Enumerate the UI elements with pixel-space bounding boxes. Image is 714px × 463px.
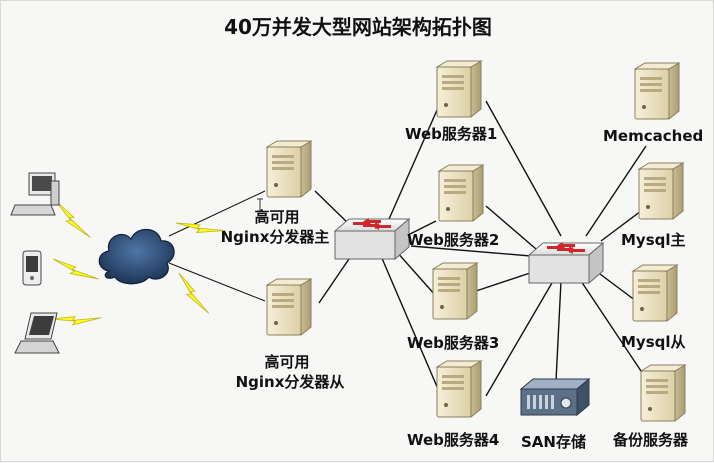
- link-switch2-mysql-slave: [595, 270, 637, 302]
- nginx-master-server-icon: [266, 140, 312, 198]
- web3-server-icon: [432, 262, 478, 320]
- nginx-master-label-line2: Nginx分发器主: [220, 228, 330, 246]
- lightning-icon: [50, 296, 102, 341]
- link-web4-switch2: [485, 275, 557, 397]
- link-cloud-nginx-slave: [168, 262, 266, 302]
- link-cloud-nginx-master: [168, 190, 266, 237]
- cloud-icon: [98, 228, 175, 285]
- link-switch2-san: [555, 280, 562, 382]
- link-nginx-master-switch1: [314, 190, 352, 227]
- switch-1-icon: [334, 217, 410, 260]
- mysql-master-server-icon: [638, 162, 684, 220]
- web1-label: Web服务器1: [405, 125, 498, 143]
- diagram-title: 40万并发大型网站架构拓扑图: [224, 15, 492, 39]
- web2-label: Web服务器2: [407, 231, 500, 249]
- lightning-icon: [48, 200, 99, 238]
- memcached-server-icon: [634, 62, 680, 120]
- desktop-computer-icon: [10, 172, 60, 216]
- link-switch1-web1: [385, 100, 442, 227]
- web4-server-icon: [436, 360, 482, 418]
- link-switch1-web4: [380, 255, 442, 397]
- text-cursor-icon: [257, 198, 263, 212]
- link-switch1-web3: [395, 250, 437, 297]
- san-storage-label: SAN存储: [521, 433, 586, 451]
- link-switch2-backup: [580, 280, 652, 387]
- switch-2-icon: [528, 241, 604, 284]
- mysql-master-label: Mysql主: [621, 231, 686, 249]
- web4-label: Web服务器4: [407, 431, 500, 449]
- mysql-slave-server-icon: [632, 264, 678, 322]
- backup-server-icon: [640, 364, 686, 422]
- nginx-slave-server-icon: [266, 278, 312, 336]
- nginx-slave-label-line2: Nginx分发器从: [235, 373, 345, 391]
- mysql-slave-label: Mysql从: [621, 333, 686, 351]
- memcached-label: Memcached: [603, 127, 704, 145]
- web1-server-icon: [436, 60, 482, 118]
- link-switch1-web2: [405, 220, 437, 237]
- link-switch2-memcached: [585, 145, 647, 237]
- link-web3-switch2: [475, 270, 537, 292]
- lightning-icon: [168, 272, 220, 314]
- san-storage-icon: [519, 377, 591, 417]
- backup-server-label: 备份服务器: [613, 431, 689, 449]
- connection-lines: [168, 100, 652, 397]
- laptop-icon: [14, 312, 60, 354]
- lightning-icon: [52, 254, 100, 284]
- nginx-slave-label-line1: 高可用: [264, 353, 310, 371]
- link-switch2-mysql-master: [600, 210, 642, 242]
- web3-label: Web服务器3: [407, 334, 500, 352]
- link-switch1-switch2: [410, 245, 532, 257]
- link-nginx-slave-switch1: [318, 255, 352, 304]
- web2-server-icon: [438, 164, 484, 222]
- mobile-phone-icon: [22, 250, 42, 286]
- link-web1-switch2: [485, 100, 562, 237]
- nginx-master-label-line1: 高可用: [254, 208, 300, 226]
- link-web2-switch2: [485, 205, 537, 250]
